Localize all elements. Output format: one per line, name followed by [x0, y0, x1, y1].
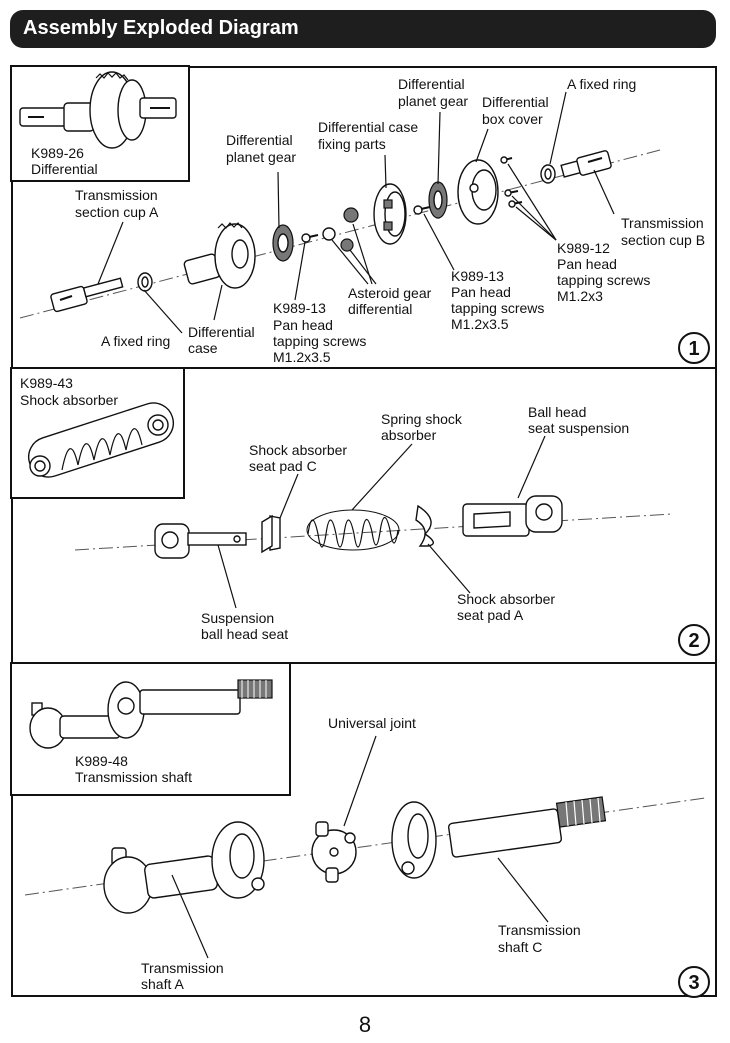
ball-head-seat-suspension: [462, 495, 563, 537]
step3-inset-name: Transmission shaft: [75, 769, 192, 785]
step2-inset-code: K989-43: [20, 375, 73, 391]
label-screw-right-line1: K989-12: [557, 240, 610, 256]
label-planet-gear-left-line1: Differential: [226, 132, 293, 148]
label-diff-case-line1: Differential: [188, 324, 255, 340]
step2-number: 2: [688, 630, 699, 652]
label-seat-pad-c-line2: seat pad C: [249, 458, 317, 474]
label-screw-left-line3: tapping screws: [273, 333, 366, 349]
asteroid-gears: [322, 207, 359, 252]
label-suspension-line1: Suspension: [201, 610, 274, 626]
label-ball-head-line1: Ball head: [528, 404, 586, 420]
label-fixed-ring-right: A fixed ring: [567, 76, 636, 92]
step-2: K989-43 Shock absorber: [10, 367, 710, 656]
diagram-frame: [11, 66, 717, 997]
suspension-ball-head-seat: [154, 523, 247, 559]
label-screw-mid-line2: Pan head: [451, 284, 511, 300]
step1-inset-name: Differential: [31, 161, 98, 177]
label-seat-pad-a-line1: Shock absorber: [457, 591, 555, 607]
label-suspension-line2: ball head seat: [201, 626, 288, 642]
label-cup-a-line2: section cup A: [75, 204, 159, 220]
step2-inset-name: Shock absorber: [20, 392, 118, 408]
transmission-cup-a: [50, 277, 124, 313]
transmission-shaft-c: [391, 796, 607, 879]
fixed-ring-right: [540, 164, 556, 184]
label-screw-mid-line3: tapping screws: [451, 300, 544, 316]
seat-pad-c: [261, 514, 281, 554]
planet-gear-left: [272, 224, 294, 262]
label-box-cover-line2: box cover: [482, 111, 543, 127]
seat-pad-a: [415, 504, 434, 547]
step1-axis: [19, 149, 661, 319]
label-shaft-a-line1: Transmission: [141, 960, 224, 976]
label-screw-right-line3: tapping screws: [557, 272, 650, 288]
label-spring-line2: absorber: [381, 427, 437, 443]
label-screw-left-line4: M1.2x3.5: [273, 349, 331, 365]
planet-gear-right: [428, 181, 448, 219]
label-case-fixing-line2: fixing parts: [318, 136, 386, 152]
spring: [306, 509, 400, 551]
label-cup-b-line1: Transmission: [621, 215, 704, 231]
differential-case: [183, 222, 256, 289]
step3-inset-code: K989-48: [75, 753, 128, 769]
label-screw-right-line4: M1.2x3: [557, 288, 603, 304]
step-3: K989-48 Transmission shaft: [10, 662, 710, 998]
fixed-ring-left: [137, 272, 153, 292]
differential-box-cover: [457, 159, 499, 225]
label-screw-right-line2: Pan head: [557, 256, 617, 272]
universal-joint: [311, 821, 357, 883]
differential-assembly-illustration: [19, 71, 177, 149]
step1-number: 1: [688, 338, 699, 360]
label-shaft-c-line2: shaft C: [498, 939, 542, 955]
label-screw-left-line1: K989-13: [273, 300, 326, 316]
label-shaft-a-line2: shaft A: [141, 976, 184, 992]
screw-mid: [413, 205, 431, 215]
label-ball-head-line2: seat suspension: [528, 420, 629, 436]
label-asteroid-line1: Asteroid gear: [348, 285, 432, 301]
label-seat-pad-a-line2: seat pad A: [457, 607, 524, 623]
step2-number-badge: [678, 624, 710, 656]
label-planet-gear-right-line1: Differential: [398, 76, 465, 92]
screw-left: [301, 233, 319, 243]
label-shaft-c-line1: Transmission: [498, 922, 581, 938]
step-1: K989-26 Differential: [10, 65, 710, 365]
transmission-cup-b: [560, 150, 612, 178]
step3-number: 3: [688, 972, 699, 994]
page-number: 8: [358, 1012, 372, 1037]
label-seat-pad-c-line1: Shock absorber: [249, 442, 347, 458]
page-title: Assembly Exploded Diagram: [23, 17, 299, 39]
step3-number-badge: [678, 966, 710, 998]
label-screw-left-line2: Pan head: [273, 317, 333, 333]
label-cup-a-line1: Transmission: [75, 187, 158, 203]
transmission-shaft-illustration: [29, 679, 273, 749]
label-planet-gear-right-line2: planet gear: [398, 93, 468, 109]
page-header: Assembly Exploded Diagram: [10, 10, 716, 48]
label-planet-gear-left-line2: planet gear: [226, 149, 296, 165]
case-fixing-parts: [373, 183, 407, 245]
label-box-cover-line1: Differential: [482, 94, 549, 110]
label-case-fixing-line1: Differential case: [318, 119, 418, 135]
step1-inset-code: K989-26: [31, 145, 84, 161]
label-fixed-ring-left: A fixed ring: [101, 333, 170, 349]
label-cup-b-line2: section cup B: [621, 232, 705, 248]
label-screw-mid-line4: M1.2x3.5: [451, 316, 509, 332]
label-spring-line1: Spring shock: [381, 411, 463, 427]
screws-right: [500, 156, 523, 208]
label-screw-mid-line1: K989-13: [451, 268, 504, 284]
step1-number-badge: [678, 332, 710, 364]
label-universal-joint: Universal joint: [328, 715, 416, 731]
label-diff-case-line2: case: [188, 340, 218, 356]
label-asteroid-line2: differential: [348, 301, 412, 317]
transmission-shaft-a: [103, 821, 265, 914]
shock-absorber-illustration: [27, 402, 175, 478]
